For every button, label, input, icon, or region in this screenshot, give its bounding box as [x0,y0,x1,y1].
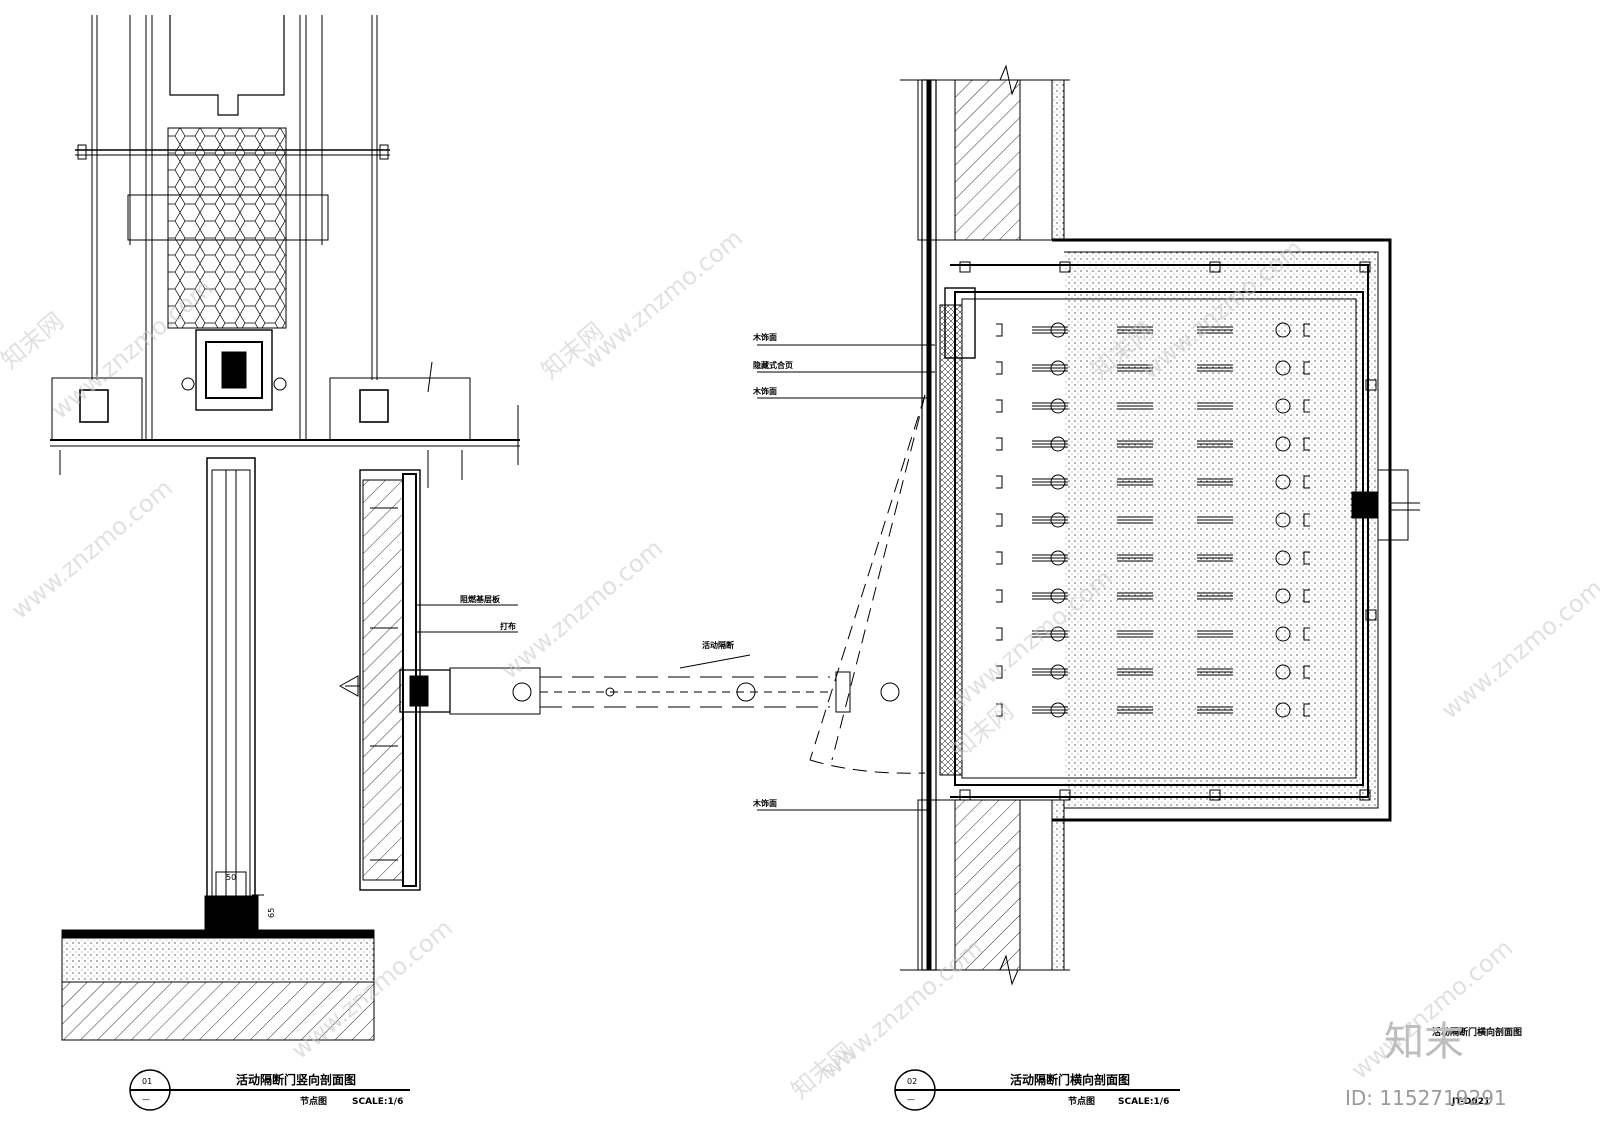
watermark-id: ID: 1152719291 [1345,1086,1507,1110]
title-block-right: 02 — 活动隔断门横向剖面图 节点图 SCALE:1/6 [894,1069,1180,1111]
stacked-panels [996,322,1310,718]
stacked-panel-row [996,550,1310,566]
detail-number-02: 02 [907,1077,917,1086]
detail-scale-01: SCALE:1/6 [352,1097,403,1107]
right-horizontal-section [415,64,1420,986]
detail-number-01: 01 [142,1077,152,1086]
sheet-code: JT-D021 [1451,1097,1490,1107]
stacked-panel-row [996,360,1310,376]
label-fire-retardant-board: 阻燃基层板 [460,594,501,604]
watermark-text: www.znzmo.com [46,274,218,425]
stacked-panel-row [996,702,1310,718]
title-block-left: 01 — 活动隔断门竖向剖面图 节点图 SCALE:1/6 [129,1069,410,1111]
label-movable-partition: 活动隔断 [702,640,734,650]
movable-partition-dashed [540,394,926,774]
left-vertical-section [50,15,520,1041]
watermark-logo: 知末 [1384,1019,1464,1065]
detail-subtitle-01: 节点图 [300,1095,327,1107]
stacked-panel-row [996,664,1310,680]
watermark-brand: 知末网 [0,307,69,375]
corner-partial-title: 活动隔断门横向剖面图 [1432,1026,1522,1038]
label-wood-veneer-1: 木饰面 [752,332,777,342]
detail-sub-01: — [142,1095,150,1104]
dimension-65: 65 [267,908,276,918]
label-wood-veneer-2: 木饰面 [752,386,777,396]
detail-title-01: 活动隔断门竖向剖面图 [236,1072,356,1087]
detail-title-02: 活动隔断门横向剖面图 [1010,1072,1130,1087]
detail-sub-02: — [907,1095,915,1104]
watermark-text: www.znzmo.com [6,474,178,625]
stacked-panel-row [996,322,1310,338]
detail-subtitle-02: 节点图 [1068,1095,1095,1107]
stacked-panel-row [996,398,1310,414]
watermark-text: www.znzmo.com [496,534,668,685]
label-concealed-hinge: 隐藏式合页 [753,360,793,370]
stacked-panel-row [996,626,1310,642]
stacked-panel-row [996,512,1310,528]
stacked-panel-row [996,436,1310,452]
label-wood-veneer-3: 木饰面 [752,798,777,808]
label-cloth: 打布 [500,621,516,631]
dimension-50: 50 [226,873,236,882]
watermark-text: www.znzmo.com [576,224,748,375]
stacked-panel-row [996,588,1310,604]
stacked-panel-row [996,474,1310,490]
watermark-text: www.znzmo.com [1436,574,1600,725]
detail-scale-02: SCALE:1/6 [1118,1097,1169,1107]
wall-section [338,469,541,891]
